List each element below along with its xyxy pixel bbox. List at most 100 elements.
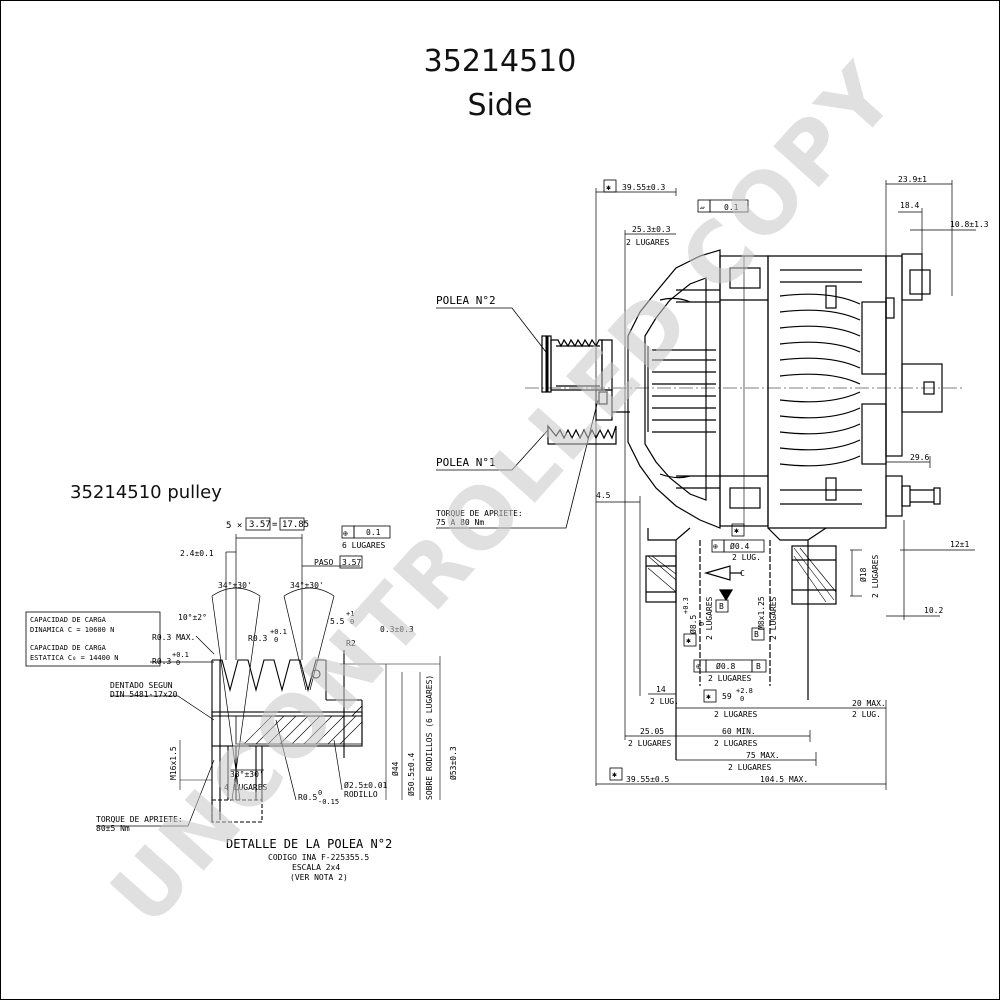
six-places: 6 LUGARES xyxy=(342,541,386,550)
two-lug-c: 2 LUG. xyxy=(852,710,881,719)
page-subtitle: Side xyxy=(467,88,533,123)
capacity-line4: ESTATICA C₀ = 14400 N xyxy=(30,654,119,662)
main-torque-line2: 75 A 80 Nm xyxy=(436,518,484,527)
pulley-torque-line1: TORQUE DE APRIETE: xyxy=(96,815,183,824)
two-places-b: 2 LUGARES xyxy=(871,554,880,598)
two-places-e: 2 LUGARES xyxy=(708,674,752,683)
pitch-total: 17.85 xyxy=(282,520,309,530)
zero-c: 0 xyxy=(350,618,354,626)
pos-04: Ø0.4 xyxy=(730,541,749,551)
dim-14: 14 xyxy=(656,685,666,694)
main-feature-frames xyxy=(603,179,767,781)
c-label: C xyxy=(740,569,745,578)
dia-plus03: +0.3 xyxy=(682,597,690,614)
detail-scale: ESCALA 2x4 xyxy=(292,863,340,872)
front-housing xyxy=(627,249,721,529)
dim-60: 60 MIN. xyxy=(722,727,756,736)
four-places: 4 LUGARES xyxy=(224,783,268,792)
paso-label: PASO xyxy=(314,558,333,567)
pulley-torque-line2: 80±5 Nm xyxy=(96,824,130,833)
capacity-box: CAPACIDAD DE CARGA DINAMICA C = 10600 N … xyxy=(30,616,119,662)
two-lug-a: 2 LUG. xyxy=(732,553,761,562)
datum-b: B xyxy=(719,602,724,611)
minus015: -0.15 xyxy=(318,798,339,806)
dim-12: 12±1 xyxy=(950,540,969,549)
main-view-labels: POLEA N°2 POLEA N°1 TORQUE DE APRIETE: 7… xyxy=(436,175,989,784)
pulley-detail-drawing xyxy=(96,534,441,827)
dim-23-9: 23.9±1 xyxy=(898,175,927,184)
position-symbol-c: ⊕ xyxy=(696,662,701,671)
plus28: +2.8 xyxy=(736,687,753,695)
dia-18: Ø18 xyxy=(858,567,868,582)
dim-59: 59 xyxy=(722,692,732,701)
two-places-i: 2 LUGARES xyxy=(728,763,772,772)
flatness-symbol: ▱ xyxy=(700,203,705,212)
star-symbol-e: ✱ xyxy=(612,770,617,779)
zero-f: 0 xyxy=(740,695,744,703)
two-places-f: 2 LUGARES xyxy=(714,710,758,719)
alternator-side-view xyxy=(436,180,976,790)
two-places-d: 2 LUGARES xyxy=(769,596,778,640)
polea-2-label: POLEA N°2 xyxy=(436,294,496,307)
dia-53: Ø53±0.3 xyxy=(448,746,458,780)
sobre-rodillos: SOBRE RODILLOS (6 LUGARES) xyxy=(425,675,434,800)
r03-max: R0.3 MAX. xyxy=(152,633,195,642)
pulley-1-drawing xyxy=(547,389,630,445)
two-places-h: 2 LUGARES xyxy=(714,739,758,748)
paso-value: 3.57 xyxy=(342,558,361,567)
zero-d: 0 xyxy=(318,789,322,797)
plus1: +1 xyxy=(346,610,354,618)
groove-count: 5 × xyxy=(226,521,242,531)
detail-note: (VER NOTA 2) xyxy=(290,873,348,882)
m8-thread: M8x1.25 xyxy=(757,596,766,630)
two-places-c: 2 LUGARES xyxy=(705,596,714,640)
dia-44: Ø44 xyxy=(390,761,400,776)
star-symbol-b: ✱ xyxy=(734,526,739,535)
equals-sign: = xyxy=(272,520,278,530)
dim-0-3: 0.3±0.3 xyxy=(380,625,414,634)
pitch-value: 3.57 xyxy=(249,520,271,530)
zero-a: 0 xyxy=(274,636,278,644)
capacity-line1: CAPACIDAD DE CARGA xyxy=(30,616,107,624)
detail-code: CODIGO INA F-225355.5 xyxy=(268,853,369,862)
dim-104-5: 104.5 MAX. xyxy=(760,775,808,784)
dim-25-05: 25.05 xyxy=(640,727,664,736)
dim-5-5: 5.5 xyxy=(330,617,345,626)
dim-4-5: 4.5 xyxy=(596,491,611,500)
rodillo-diameter: Ø2.5±0.01 xyxy=(344,780,388,790)
dia-50-5: Ø50.5±0.4 xyxy=(406,752,416,796)
two-places-a: 2 LUGARES xyxy=(626,238,670,247)
page-title: 35214510 xyxy=(423,44,577,79)
dim-29-6: 29.6 xyxy=(910,453,929,462)
dim-25-3: 25.3±0.3 xyxy=(632,225,671,234)
flat-01: 0.1 xyxy=(724,203,739,212)
zero-e: 0 xyxy=(698,622,706,626)
plus01-a: +0.1 xyxy=(270,628,287,636)
capacity-line2: DINAMICA C = 10600 N xyxy=(30,626,114,634)
dim-10-2: 10.2 xyxy=(924,606,943,615)
r03-a: R0.3 xyxy=(248,634,267,643)
zero-b: 0 xyxy=(176,659,180,667)
star-symbol-d: ✱ xyxy=(706,692,711,701)
r2: R2 xyxy=(346,639,356,648)
datum-square: B xyxy=(754,630,759,639)
dim-39-55-b: 39.55±0.5 xyxy=(626,775,670,784)
pulley-caption: 35214510 pulley xyxy=(70,482,222,503)
angle-10: 10°±2° xyxy=(178,613,207,622)
position-symbol-b: ⊕ xyxy=(713,542,718,551)
m16-thread: M16x1.5 xyxy=(169,746,178,780)
datum-b2: B xyxy=(756,662,761,671)
pos-08: Ø0.8 xyxy=(716,661,735,671)
rodillo: RODILLO xyxy=(344,790,378,799)
capacity-line3: CAPACIDAD DE CARGA xyxy=(30,644,107,652)
rear-housing xyxy=(767,255,887,529)
two-lug-b: 2 LUG. xyxy=(650,697,679,706)
position-symbol-a: ⊕ xyxy=(343,529,348,538)
leader-lines xyxy=(436,307,599,529)
dim-18-4: 18.4 xyxy=(900,201,919,210)
angle-33: 33°±30' xyxy=(230,770,264,779)
pulley-feature-frames xyxy=(25,517,391,667)
polea-1-label: POLEA N°1 xyxy=(436,456,496,469)
